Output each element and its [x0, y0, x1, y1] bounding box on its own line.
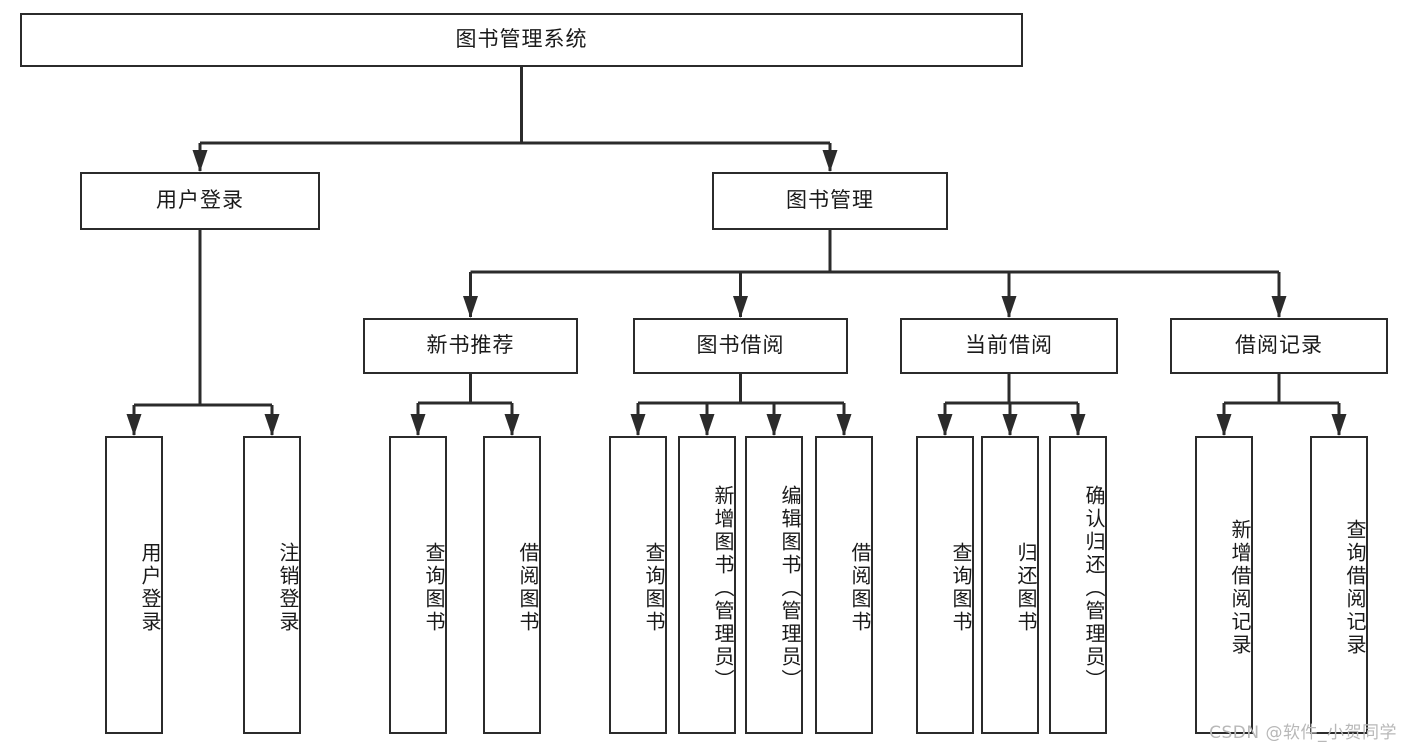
- node-label: 用户登录: [156, 188, 244, 213]
- arrowhead-user_login-icon: [192, 150, 208, 172]
- arrowhead-leaf_borrow_book_2-icon: [836, 414, 852, 436]
- arrowhead-leaf_add_book-icon: [699, 414, 715, 436]
- node-leaf-query-book-1[interactable]: 查询图书: [389, 436, 447, 734]
- node-label: 借阅图书: [848, 542, 872, 634]
- node-label: 图书借阅: [696, 333, 785, 358]
- node-label: 借阅图书: [516, 542, 540, 634]
- arrowhead-leaf_confirm_return-icon: [1070, 414, 1086, 436]
- node-book-manage[interactable]: 图书管理: [712, 172, 948, 230]
- node-label: 查询图书: [422, 542, 446, 634]
- arrowhead-leaf_return_book-icon: [1002, 414, 1018, 436]
- arrowhead-leaf_query_book_1-icon: [410, 414, 426, 436]
- node-leaf-logout[interactable]: 注销登录: [243, 436, 301, 734]
- arrowhead-leaf_logout-icon: [264, 414, 280, 436]
- node-user-login[interactable]: 用户登录: [80, 172, 320, 230]
- arrowhead-leaf_query_record-icon: [1331, 414, 1347, 436]
- node-label: 图书管理系统: [455, 27, 588, 52]
- node-leaf-borrow-book-1[interactable]: 借阅图书: [483, 436, 541, 734]
- arrowhead-current_borrow-icon: [1001, 296, 1017, 318]
- node-label: 查询图书: [642, 542, 666, 634]
- node-leaf-add-book[interactable]: 新增图书（管理员）: [678, 436, 736, 734]
- arrowhead-new_book_rec-icon: [463, 296, 478, 318]
- arrowhead-leaf_user_login-icon: [126, 414, 142, 436]
- arrowhead-book_manage-icon: [822, 150, 838, 172]
- node-leaf-query-book-3[interactable]: 查询图书: [916, 436, 974, 734]
- node-label: 新增借阅记录: [1228, 519, 1252, 657]
- node-current-borrow[interactable]: 当前借阅: [900, 318, 1118, 374]
- node-label: 当前借阅: [965, 333, 1053, 358]
- node-leaf-add-record[interactable]: 新增借阅记录: [1195, 436, 1253, 734]
- node-label: 归还图书: [1014, 542, 1038, 634]
- node-label: 新增图书（管理员）: [711, 484, 735, 692]
- arrowhead-borrow_record-icon: [1271, 296, 1287, 318]
- node-leaf-query-book-2[interactable]: 查询图书: [609, 436, 667, 734]
- arrowhead-leaf_query_book_2-icon: [630, 414, 646, 436]
- csdn-watermark: CSDN @软件_小贺同学: [1209, 723, 1397, 743]
- node-root[interactable]: 图书管理系统: [20, 13, 1023, 67]
- node-leaf-query-record[interactable]: 查询借阅记录: [1310, 436, 1368, 734]
- node-label: 确认归还（管理员）: [1082, 484, 1106, 692]
- node-leaf-confirm-return[interactable]: 确认归还（管理员）: [1049, 436, 1107, 734]
- node-label: 图书管理: [786, 188, 874, 213]
- node-label: 编辑图书（管理员）: [778, 484, 802, 692]
- node-label: 用户登录: [138, 542, 162, 634]
- node-leaf-return-book[interactable]: 归还图书: [981, 436, 1039, 734]
- arrowhead-book_borrow-icon: [733, 296, 748, 318]
- node-book-borrow[interactable]: 图书借阅: [633, 318, 848, 374]
- node-label: 新书推荐: [426, 333, 515, 358]
- node-leaf-user-login[interactable]: 用户登录: [105, 436, 163, 734]
- node-label: 注销登录: [276, 542, 300, 634]
- arrowhead-leaf_query_book_3-icon: [937, 414, 953, 436]
- node-label: 查询图书: [949, 542, 973, 634]
- arrowhead-leaf_add_record-icon: [1216, 414, 1232, 436]
- node-new-book-rec[interactable]: 新书推荐: [363, 318, 578, 374]
- node-leaf-edit-book[interactable]: 编辑图书（管理员）: [745, 436, 803, 734]
- node-label: 借阅记录: [1235, 333, 1323, 358]
- node-leaf-borrow-book-2[interactable]: 借阅图书: [815, 436, 873, 734]
- arrowhead-leaf_edit_book-icon: [766, 414, 782, 436]
- arrowhead-leaf_borrow_book_1-icon: [504, 414, 520, 436]
- node-borrow-record[interactable]: 借阅记录: [1170, 318, 1388, 374]
- node-label: 查询借阅记录: [1343, 519, 1367, 657]
